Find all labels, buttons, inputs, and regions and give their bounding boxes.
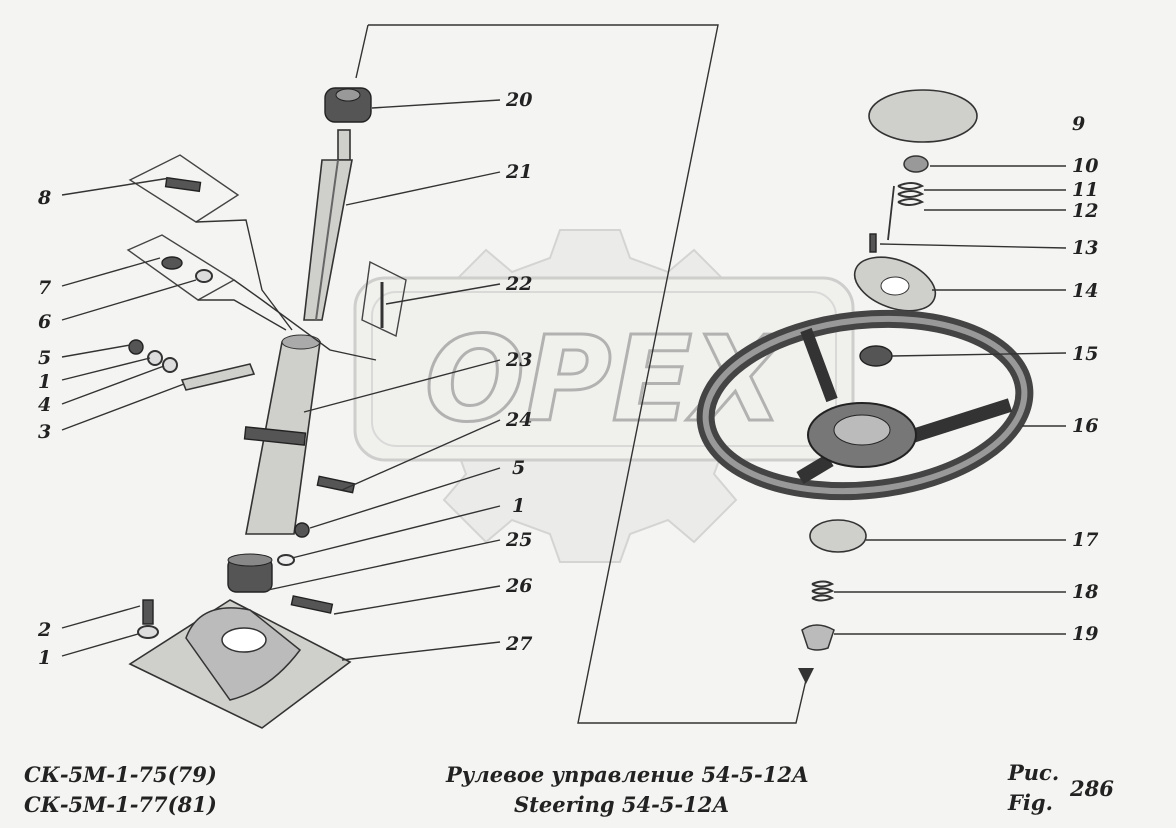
clamp-25 xyxy=(227,553,273,593)
callout: 7 xyxy=(38,277,51,299)
callout: 15 xyxy=(1072,343,1098,365)
frame-line-left xyxy=(355,24,369,79)
base-plate-27 xyxy=(128,599,352,729)
callout: 12 xyxy=(1072,200,1098,222)
callout: 20 xyxy=(505,89,532,111)
watermark-text: OPEX xyxy=(425,310,788,448)
callout: 5 xyxy=(38,347,51,369)
screw-13 xyxy=(869,233,877,253)
callout: 2 xyxy=(37,619,51,641)
callout: 17 xyxy=(1072,529,1098,551)
callout: 27 xyxy=(505,633,532,655)
callout: 26 xyxy=(505,575,532,597)
plate-8 xyxy=(128,154,293,331)
steering-shaft-21 xyxy=(303,129,353,321)
callout: 5 xyxy=(512,457,525,479)
fig-number: 286 xyxy=(1070,776,1114,801)
fig-label-ru: Рис. xyxy=(1008,760,1060,785)
nut-5 xyxy=(294,522,310,538)
callout: 9 xyxy=(1072,113,1085,135)
callout: 6 xyxy=(38,311,51,333)
model-line-1: СК-5М-1-75(79) xyxy=(24,762,217,787)
washer-1 xyxy=(277,554,295,566)
washer-1b xyxy=(137,625,159,639)
plate-17 xyxy=(809,519,867,553)
callout: 18 xyxy=(1072,581,1098,603)
spring-18 xyxy=(811,580,835,602)
callout: 13 xyxy=(1072,237,1098,259)
title-ru: Рулевое управление 54-5-12А xyxy=(446,762,810,787)
callout: 11 xyxy=(1072,179,1098,201)
callout: 25 xyxy=(505,529,532,551)
fig-label-en: Fig. xyxy=(1008,790,1053,815)
frame-line xyxy=(368,24,807,724)
bolt-24 xyxy=(316,475,356,494)
callout: 16 xyxy=(1072,415,1098,437)
callout: 1 xyxy=(38,371,51,393)
callout-labels: 20 21 8 7 6 5 1 4 3 22 23 24 5 1 25 26 2… xyxy=(37,89,1098,669)
title-en: Steering 54-5-12А xyxy=(514,792,730,817)
fasteners-left xyxy=(128,339,256,391)
bearing-20 xyxy=(324,87,372,123)
callout: 1 xyxy=(38,647,51,669)
spring-11-12 xyxy=(887,182,925,241)
bolt-2 xyxy=(142,599,154,625)
cap-9 xyxy=(868,89,978,143)
cup-19 xyxy=(801,624,835,651)
button-10 xyxy=(903,155,929,173)
contact-plate-14 xyxy=(853,256,937,312)
model-line-2: СК-5М-1-77(81) xyxy=(24,792,217,817)
arrow-icon xyxy=(798,668,814,684)
plate-22 xyxy=(361,260,407,338)
callout: 10 xyxy=(1072,155,1098,177)
watermark-gear-icon xyxy=(353,229,855,563)
callout: 1 xyxy=(512,495,525,517)
steering-wheel-16 xyxy=(696,309,1034,501)
leader-lines xyxy=(61,99,1067,661)
plate-7-6 xyxy=(126,234,377,361)
callout: 19 xyxy=(1072,623,1098,645)
callout: 22 xyxy=(505,273,532,295)
callout: 8 xyxy=(37,187,51,209)
callout: 3 xyxy=(38,421,51,443)
callout: 14 xyxy=(1072,280,1098,302)
callout: 24 xyxy=(505,409,532,431)
callout: 4 xyxy=(38,394,51,416)
bolt-26 xyxy=(290,595,334,614)
nut-15 xyxy=(859,345,893,367)
callout: 21 xyxy=(505,161,532,183)
column-tube-23 xyxy=(243,334,321,535)
callout: 23 xyxy=(505,349,532,371)
